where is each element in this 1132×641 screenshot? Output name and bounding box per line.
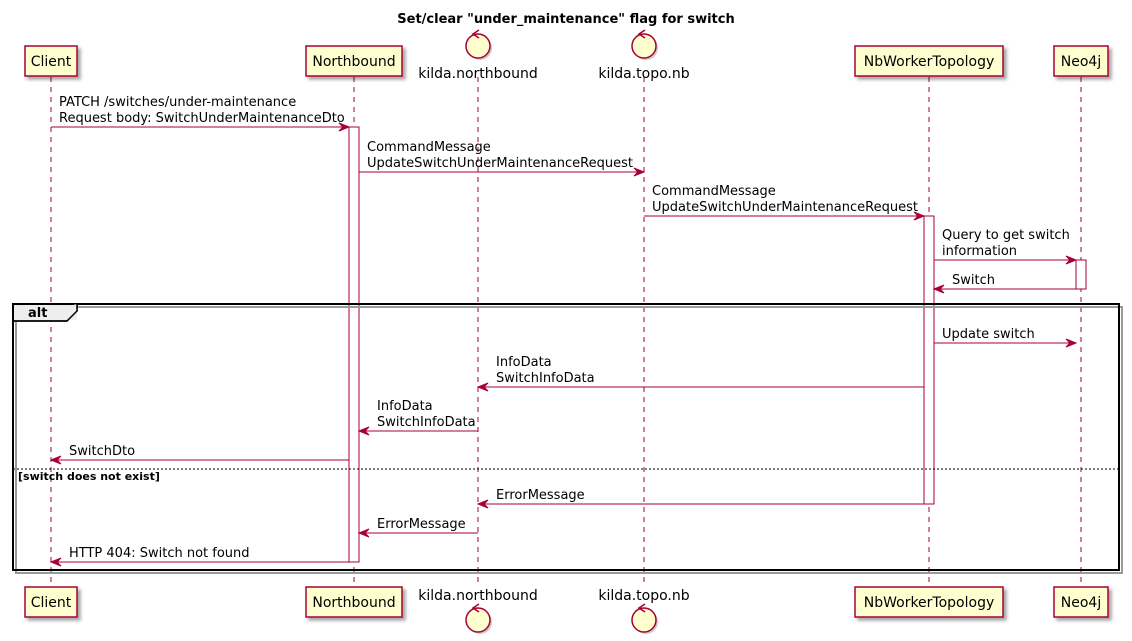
message-3: CommandMessageUpdateSwitchUnderMaintenan… xyxy=(644,184,926,221)
participant-label: Northbound xyxy=(312,54,395,70)
alt-frame-shadow xyxy=(15,306,1123,574)
participant-box xyxy=(1053,45,1109,77)
message-label: Request body: SwitchUnderMaintenanceDto xyxy=(59,111,345,126)
participant-box xyxy=(1053,586,1109,618)
message-label: UpdateSwitchUnderMaintenanceRequest xyxy=(652,200,918,215)
arrow-head xyxy=(49,557,62,567)
alt-else-guard: [switch does not exist] xyxy=(18,470,160,483)
message-10: ErrorMessage xyxy=(476,488,924,509)
message-5: Switch xyxy=(932,273,1076,294)
diagram-title: Set/clear "under_maintenance" flag for s… xyxy=(397,12,734,27)
message-label: HTTP 404: Switch not found xyxy=(69,546,250,561)
participant-kilda-northbound-head: kilda.northbound xyxy=(418,29,538,82)
activation-bar-neo4j xyxy=(1075,259,1087,290)
participant-northbound-foot: Northbound xyxy=(305,586,403,618)
participant-client-head: Client xyxy=(24,45,78,77)
message-label: SwitchInfoData xyxy=(377,415,476,430)
message-label: SwitchDto xyxy=(69,444,135,459)
participant-box xyxy=(854,586,1004,618)
message-label: ErrorMessage xyxy=(377,517,466,532)
message-9: SwitchDto xyxy=(49,444,349,465)
message-2: CommandMessageUpdateSwitchUnderMaintenan… xyxy=(359,140,646,177)
arrow-head xyxy=(1065,255,1078,265)
participant-label: Neo4j xyxy=(1061,54,1101,70)
participant-box xyxy=(24,586,78,618)
arrow-head xyxy=(633,167,646,177)
message-label: Query to get switch xyxy=(942,228,1070,243)
messages: PATCH /switches/under-maintenanceRequest… xyxy=(49,95,1078,567)
control-arrow-icon xyxy=(637,603,646,613)
control-arrow-icon xyxy=(471,603,480,613)
message-label: InfoData xyxy=(496,355,552,370)
participant-nbworkertopology-head: NbWorkerTopology xyxy=(854,45,1004,77)
control-icon xyxy=(631,33,657,59)
participant-box xyxy=(24,45,78,77)
participant-label: NbWorkerTopology xyxy=(864,54,995,70)
participant-label: Neo4j xyxy=(1061,595,1101,611)
message-label: Switch xyxy=(952,273,995,288)
participant-label: kilda.topo.nb xyxy=(598,66,689,82)
participant-neo4j-foot: Neo4j xyxy=(1053,586,1109,618)
control-arrow-icon xyxy=(637,29,646,39)
participant-label: NbWorkerTopology xyxy=(864,595,995,611)
participant-label: kilda.northbound xyxy=(418,588,537,604)
message-label: Update switch xyxy=(942,327,1035,342)
control-arrow-icon xyxy=(471,29,480,39)
arrow-head xyxy=(357,528,370,538)
message-label: InfoData xyxy=(377,399,433,414)
alt-tab-border xyxy=(13,304,78,322)
participant-client-foot: Client xyxy=(24,586,78,618)
arrow-head xyxy=(476,499,489,509)
participant-kilda-topo-nb-foot: kilda.topo.nb xyxy=(598,588,690,634)
message-label: ErrorMessage xyxy=(496,488,585,503)
activation-bars xyxy=(348,126,1087,563)
arrow-head xyxy=(49,455,62,465)
participant-label: kilda.northbound xyxy=(418,66,537,82)
message-11: ErrorMessage xyxy=(357,517,478,538)
participant-label: kilda.topo.nb xyxy=(598,588,689,604)
control-icon xyxy=(465,33,491,59)
participant-box xyxy=(854,45,1004,77)
alt-fragment: alt [switch does not exist] xyxy=(12,303,1123,574)
alt-tab-fill xyxy=(14,305,77,320)
message-label: information xyxy=(942,244,1017,259)
arrow-head xyxy=(932,284,945,294)
arrow-head xyxy=(338,122,351,132)
arrow-head xyxy=(1065,338,1078,348)
participant-nbworkertopology-foot: NbWorkerTopology xyxy=(854,586,1004,618)
participant-northbound-head: Northbound xyxy=(305,45,403,77)
message-1: PATCH /switches/under-maintenanceRequest… xyxy=(51,95,351,132)
message-label: SwitchInfoData xyxy=(496,371,595,386)
message-12: HTTP 404: Switch not found xyxy=(49,546,349,567)
arrow-head xyxy=(357,426,370,436)
message-label: CommandMessage xyxy=(367,140,491,155)
participant-box xyxy=(305,45,403,77)
participant-kilda-northbound-foot: kilda.northbound xyxy=(418,588,538,634)
message-label: CommandMessage xyxy=(652,184,776,199)
arrow-head xyxy=(476,382,489,392)
participant-kilda-topo-nb-head: kilda.topo.nb xyxy=(598,29,690,82)
participant-label: Client xyxy=(31,595,72,611)
alt-frame xyxy=(12,303,1120,571)
activation-bar-northbound xyxy=(348,126,360,563)
control-icon xyxy=(465,607,491,633)
alt-label: alt xyxy=(28,306,47,321)
participants: ClientClientNorthboundNorthboundkilda.no… xyxy=(24,29,1109,634)
participant-neo4j-head: Neo4j xyxy=(1053,45,1109,77)
message-label: PATCH /switches/under-maintenance xyxy=(59,95,296,110)
control-icon xyxy=(631,607,657,633)
arrow-head xyxy=(913,211,926,221)
participant-label: Northbound xyxy=(312,595,395,611)
message-label: UpdateSwitchUnderMaintenanceRequest xyxy=(367,156,633,171)
participant-box xyxy=(305,586,403,618)
activation-bar-nbworkertopology xyxy=(923,215,935,505)
participant-label: Client xyxy=(31,54,72,70)
message-6: Update switch xyxy=(934,327,1078,348)
